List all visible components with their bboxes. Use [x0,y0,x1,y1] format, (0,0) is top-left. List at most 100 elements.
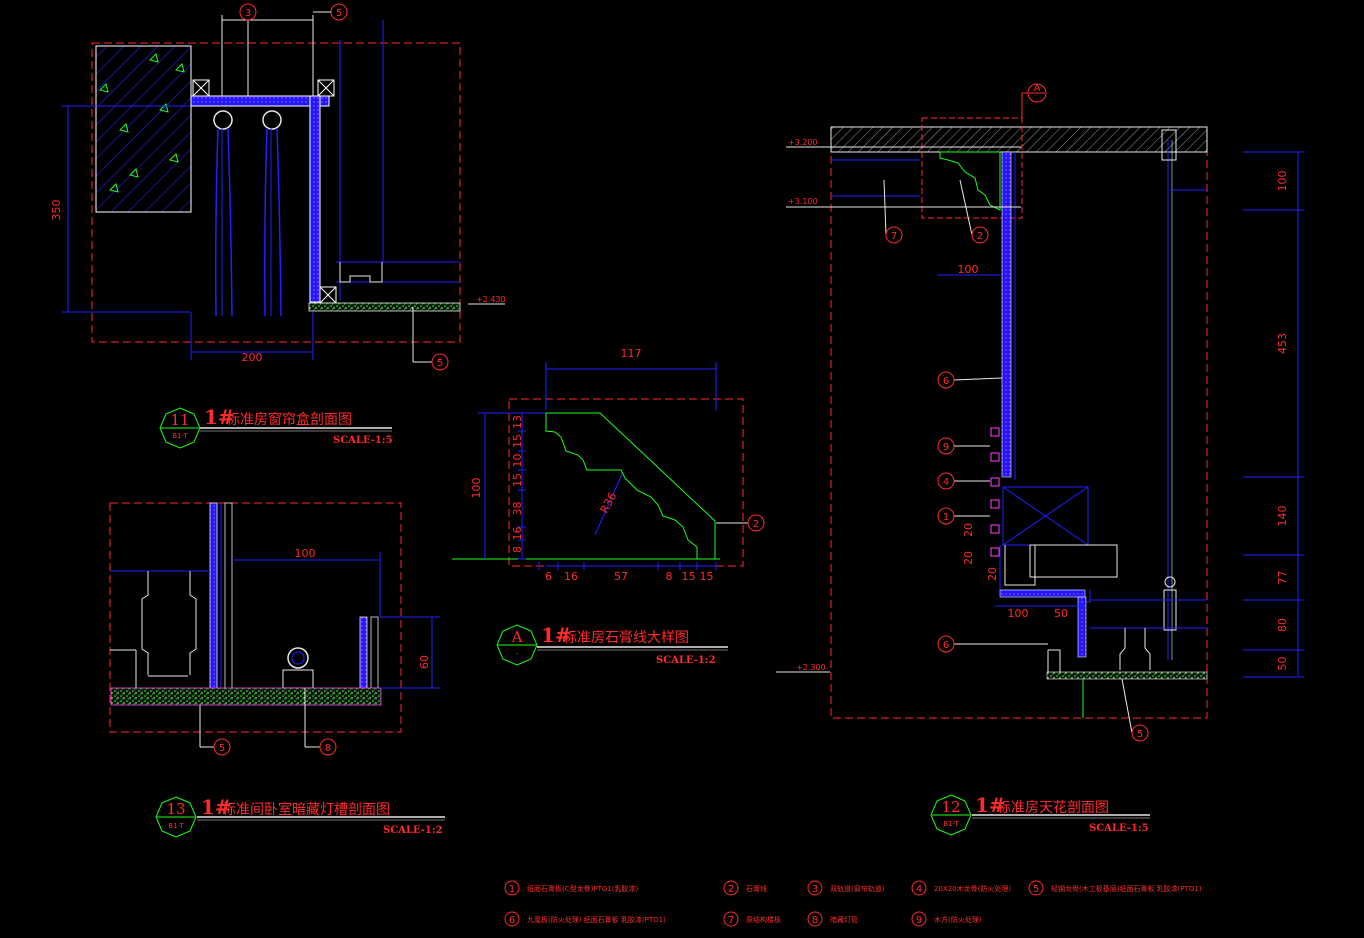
level-12-c: +2.300 [796,663,826,672]
slab-hatch-12 [830,126,1208,153]
dim-13-height: 60 [418,655,431,669]
legend-text-8: 暗藏灯管 [830,915,858,924]
dim-A-left-6: 8 [511,546,524,553]
svg-text:8: 8 [325,743,331,754]
title-A: 标准房石膏线大样图 [563,629,689,646]
dim-A-left-5: 16 [511,527,524,541]
legend-num-6: 6 [509,915,515,926]
svg-text:1#: 1# [204,405,235,429]
legend-bubble-5 [1028,880,1044,896]
svg-text:11: 11 [170,411,189,429]
dim-12-right-4: 80 [1276,618,1289,632]
dim-12-right-0: 100 [1276,171,1289,192]
level-11: +2.430 [476,295,506,304]
callout-12-0 [885,226,903,244]
callout-12-1 [971,226,989,244]
svg-text:1#: 1# [541,623,572,647]
callout-12-num-3: 9 [943,442,949,453]
moulding-profile [545,412,716,560]
svg-text:2: 2 [753,519,759,530]
title-block-13: 13 B1-T 1# 标准间卧室暗藏灯槽剖面图 SCALE-1:2 [155,795,445,838]
svg-text:A: A [1034,83,1041,94]
callout-12-num-7: 5 [1137,729,1143,740]
wall-board-12 [1001,151,1012,478]
svg-text:13: 13 [166,800,185,818]
title-block-A: A - 1# 标准房石膏线大样图 SCALE-1:2 [496,623,728,666]
dim-A-height: 100 [470,478,483,499]
callout-12-num-2: 6 [943,376,949,387]
callout-11-a [239,3,257,21]
svg-text:1#: 1# [975,793,1006,817]
title-11: 标准房窗帘盒剖面图 [226,411,352,428]
svg-text:3: 3 [245,8,251,19]
scale-12: SCALE-1:5 [1089,823,1149,834]
legend-bubble-8 [807,911,823,927]
dim-A-top: 117 [621,347,642,360]
svg-text:5: 5 [336,8,342,19]
dim-11-width: 200 [242,351,263,364]
legend-bubble-7 [723,911,739,927]
callout-13-a [213,738,231,756]
scale-A: SCALE-1:2 [656,655,716,666]
dim-12-right-5: 50 [1276,657,1289,671]
legend-bubble-9 [911,911,927,927]
curtain-track-icon [213,110,282,317]
drawing-13-light-trough: 100 60 5 8 13 B1-T 1# 标准间卧室暗藏灯槽剖面图 SCALE… [109,502,445,838]
legend-num-7: 7 [728,915,734,926]
legend-bubble-6 [504,911,520,927]
dim-A-bottom-1: 16 [564,570,578,583]
svg-text:12: 12 [941,798,960,816]
dim-A-bottom-0: 6 [545,570,552,583]
svg-text:B1-T: B1-T [168,822,184,830]
radius-A: R36 [598,490,620,515]
dim-11-height: 350 [50,200,63,221]
callout-12-3 [937,437,955,455]
legend-text-7: 原结构楼板 [746,915,781,924]
dim-13-width: 100 [295,547,316,560]
legend-num-8: 8 [812,915,818,926]
callout-12-num-5: 1 [943,512,949,523]
dim-A-left-0: 13 [511,415,524,429]
legend-text-1: 纸面石膏板(C型龙骨)PTO1(乳胶漆) [527,884,639,893]
legend-text-5: 轻钢龙骨(木工板基层)纸面石膏板 乳胶漆(PTO1) [1051,884,1202,893]
legend-text-3: 双轨道(窗帘轨道) [830,884,885,893]
legend-text-6: 九厘板(防火处理) 纸面石膏板 乳胶漆(PTO1) [527,915,666,924]
dim-12-right-2: 140 [1276,506,1289,527]
legend-text-4: 20X20木龙骨(防火处理) [934,884,1011,893]
legend-bubble-3 [807,880,823,896]
title-12: 标准房天花剖面图 [997,800,1109,816]
dim-A-left-3: 15 [511,473,524,487]
dim-12-bottom-b: 50 [1054,607,1068,620]
svg-text:B1-T: B1-T [172,432,188,440]
drawing-11-curtain-box: 350 200 +2.430 3 5 5 11 B1-T 1# 标准房窗帘盒剖面… [50,3,506,449]
title-13: 标准间卧室暗藏灯槽剖面图 [222,801,390,818]
legend-num-9: 9 [916,915,922,926]
dim-12-small-a: 20 [962,523,975,537]
detail-A-frame [921,117,1023,219]
legend-num-1: 1 [509,884,515,895]
callout-12-num-1: 2 [977,231,983,242]
scale-13: SCALE-1:2 [383,825,443,836]
moulding-in-section [939,151,1001,211]
box-board-11 [309,95,321,303]
floor-strip-11 [308,302,461,312]
floor-strip-13 [110,687,382,706]
callout-12-num-4: 4 [943,477,949,488]
dim-A-left-1: 15 [511,434,524,448]
legend-num-4: 4 [916,884,922,895]
scale-11: SCALE-1:5 [333,435,393,446]
svg-text:5: 5 [437,358,443,369]
legend-text-2: 石膏线 [746,884,767,893]
level-12-b: +3.100 [788,197,818,206]
level-12-a: +3.200 [788,138,818,147]
legend-num-3: 3 [812,884,818,895]
legend-bubble-2 [723,880,739,896]
title-block-11: 11 B1-T 1# 标准房窗帘盒剖面图 SCALE-1:5 [159,405,393,449]
dim-A-bottom-2: 57 [614,570,628,583]
svg-text:A: A [511,628,523,646]
